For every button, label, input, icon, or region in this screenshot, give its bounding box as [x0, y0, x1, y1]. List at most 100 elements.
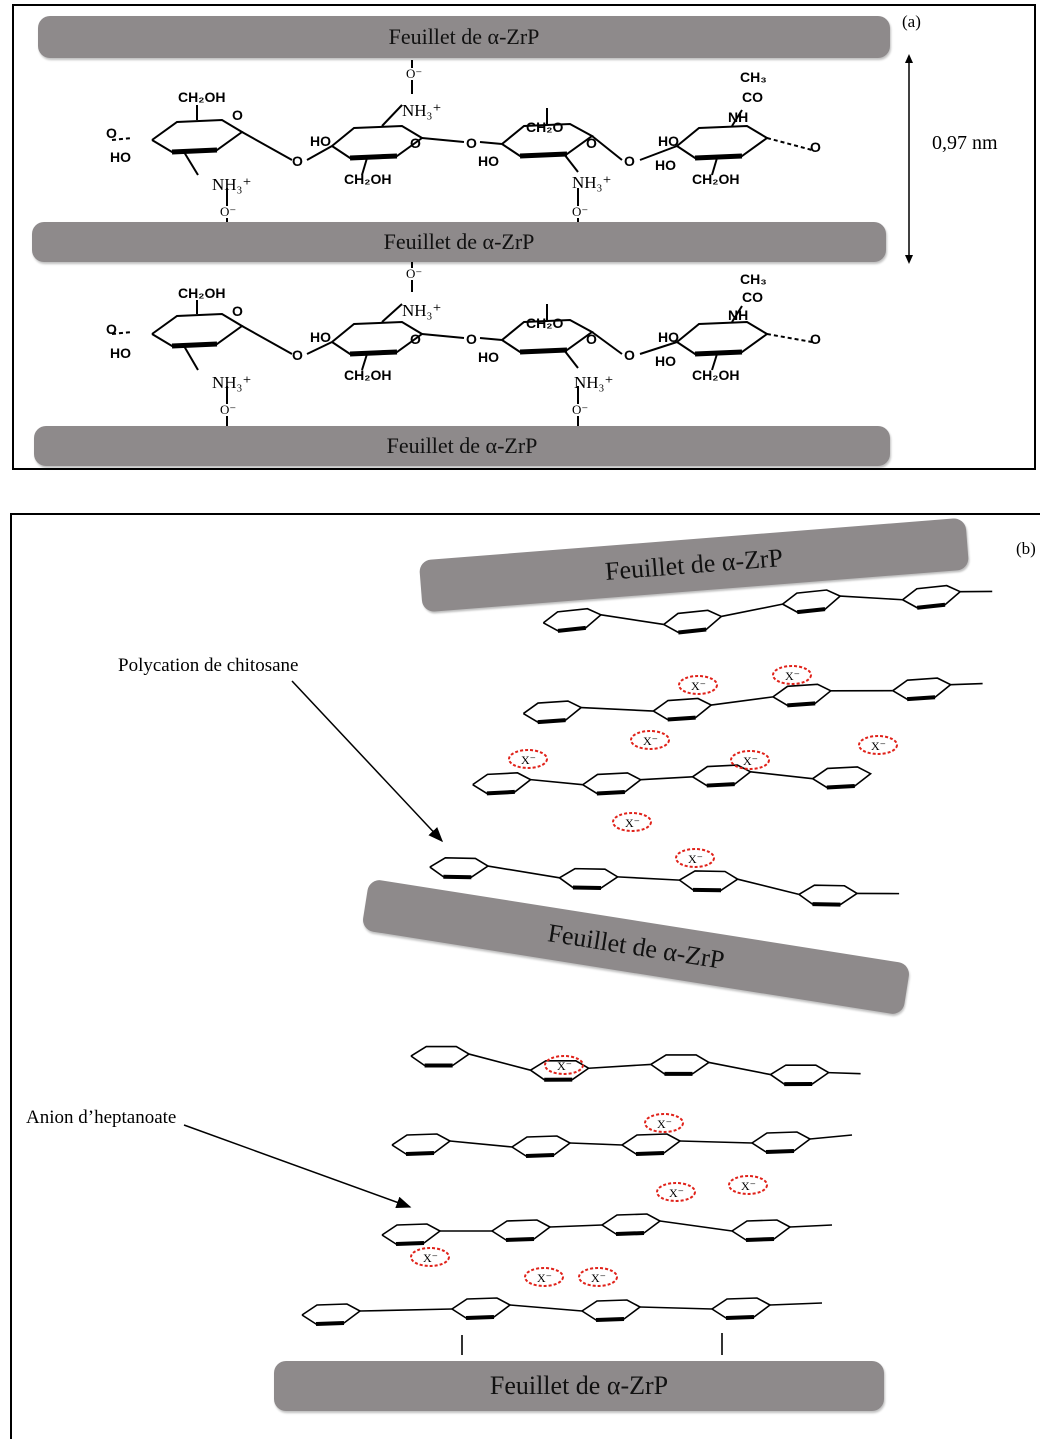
- phosphate-oxygen: O⁻: [572, 204, 588, 219]
- ch2oh-group: CH₂OH: [692, 367, 739, 383]
- ring-oxygen: O: [466, 331, 477, 347]
- anion-ring: X⁻: [858, 735, 898, 755]
- panel-b: (b) Feuillet de α-ZrP Feuillet de α-ZrP …: [10, 513, 1040, 1439]
- zrp-sheet-label: Feuillet de α-ZrP: [489, 1371, 669, 1400]
- phosphate-oxygen: O⁻: [406, 66, 422, 81]
- polycation-annotation: Polycation de chitosane: [118, 655, 299, 676]
- anion-annotation: Anion d’heptanoate: [26, 1107, 177, 1128]
- hydroxyl-group: HO: [310, 133, 331, 149]
- anion-symbol: X⁻: [657, 1117, 672, 1131]
- panel-a-label: (a): [902, 12, 921, 31]
- panel-a: (a) Feuillet de α-ZrP Feuillet de α-ZrP …: [12, 4, 1036, 470]
- anion-symbol: X⁻: [557, 1059, 572, 1073]
- ring-oxygen: O: [624, 347, 635, 363]
- chitosan-chains-b: [301, 584, 993, 1355]
- interlayer-spacing-arrow: [905, 54, 913, 264]
- anion-ring: X⁻: [508, 749, 548, 769]
- ch2oh-group: CH₂OH: [178, 285, 225, 301]
- panel-b-label: (b): [1016, 539, 1036, 558]
- hydroxyl-group: HO: [478, 153, 499, 169]
- anion-ring: X⁻: [675, 848, 715, 868]
- ammonium-group: NH₃⁺: [212, 175, 251, 194]
- hydroxyl-group: HO: [310, 329, 331, 345]
- ch2oh-group: CH₂OH: [178, 89, 225, 105]
- carbonyl-group: CO: [742, 289, 763, 305]
- anion-symbol: X⁻: [423, 1251, 438, 1265]
- anion-ring: X⁻: [678, 675, 718, 695]
- chitosan-chain-row-2: CH₂OH O O HO O HO CH₂OH O O CH₂O HO O O …: [106, 262, 821, 426]
- interlayer-spacing-label: 0,97 nm: [932, 132, 998, 154]
- zrp-sheet-label: Feuillet de α-ZrP: [383, 229, 535, 254]
- anion-ring: X⁻: [772, 665, 812, 685]
- phosphate-oxygen: O⁻: [572, 402, 588, 417]
- phosphate-oxygen: O⁻: [406, 266, 422, 281]
- phosphate-oxygen: O⁻: [220, 204, 236, 219]
- ring-oxygen: O: [292, 153, 303, 169]
- anion-ring: X⁻: [730, 750, 770, 770]
- zrp-sheet-top: Feuillet de α-ZrP: [38, 16, 890, 58]
- hydroxyl-group: HO: [658, 329, 679, 345]
- amide-nh: NH: [728, 109, 748, 125]
- anion-ring: X⁻: [578, 1267, 618, 1287]
- anion-symbol: X⁻: [521, 753, 536, 767]
- anion-arrow: [183, 1124, 412, 1209]
- anion-ring: X⁻: [630, 730, 670, 750]
- anion-symbol: X⁻: [871, 739, 886, 753]
- ammonium-group: NH₃⁺: [402, 101, 441, 120]
- anion-symbol: X⁻: [591, 1271, 606, 1285]
- ch2o-group: CH₂O: [526, 119, 563, 135]
- anion-symbol: X⁻: [688, 852, 703, 866]
- ring-oxygen: O: [466, 135, 477, 151]
- hydroxyl-group: HO: [655, 353, 676, 369]
- ammonium-group: NH₃⁺: [574, 373, 613, 392]
- phosphate-oxygen: O⁻: [220, 402, 236, 417]
- ammonium-group: NH₃⁺: [402, 301, 441, 320]
- ring-oxygen: O: [232, 107, 243, 123]
- ammonium-group: NH₃⁺: [572, 173, 611, 192]
- anion-symbol: X⁻: [669, 1186, 684, 1200]
- chitosan-chain-row-1: CH₂OH O O HO O HO CH₂OH O O CH₂O HO O O …: [106, 60, 821, 222]
- ammonium-group: NH₃⁺: [212, 373, 251, 392]
- anion-ring: X⁻: [644, 1113, 684, 1133]
- anion-symbol: X⁻: [691, 679, 706, 693]
- ch2oh-group: CH₂OH: [344, 171, 391, 187]
- ch2o-group: CH₂O: [526, 315, 563, 331]
- amide-nh: NH: [728, 307, 748, 323]
- anion-symbol: X⁻: [643, 734, 658, 748]
- hydroxyl-group: HO: [658, 133, 679, 149]
- anion-symbol: X⁻: [625, 816, 640, 830]
- panel-b-drawing: X⁻ X⁻ X⁻ X⁻ X⁻ X⁻: [183, 584, 993, 1355]
- methyl-group: CH₃: [740, 69, 767, 85]
- zrp-sheet-b-bottom: Feuillet de α-ZrP: [274, 1361, 884, 1411]
- zrp-sheet-bottom: Feuillet de α-ZrP: [34, 426, 890, 466]
- zrp-sheet-middle: Feuillet de α-ZrP: [32, 222, 886, 262]
- ch2oh-group: CH₂OH: [344, 367, 391, 383]
- ring-oxygen: O: [410, 331, 421, 347]
- anion-ring: X⁻: [524, 1267, 564, 1287]
- methyl-group: CH₃: [740, 271, 767, 287]
- anion-symbol: X⁻: [743, 754, 758, 768]
- ring-oxygen: O: [232, 303, 243, 319]
- ring-oxygen: O: [586, 331, 597, 347]
- ring-oxygen: O: [586, 135, 597, 151]
- carbonyl-group: CO: [742, 89, 763, 105]
- ring-oxygen: O: [810, 139, 821, 155]
- hydroxyl-group: HO: [110, 345, 131, 361]
- anion-symbol: X⁻: [537, 1271, 552, 1285]
- zrp-sheet-label: Feuillet de α-ZrP: [386, 433, 538, 458]
- ch2oh-group: CH₂OH: [692, 171, 739, 187]
- ring-oxygen: O: [410, 135, 421, 151]
- ring-oxygen: O: [810, 331, 821, 347]
- ring-oxygen: O: [292, 347, 303, 363]
- hydroxyl-group: HO: [655, 157, 676, 173]
- polycation-arrow: [291, 680, 444, 843]
- ring-oxygen: O: [106, 125, 117, 141]
- anion-ring: X⁻: [728, 1175, 768, 1195]
- zrp-sheet-label: Feuillet de α-ZrP: [388, 24, 540, 49]
- anion-ring: X⁻: [410, 1247, 450, 1267]
- ring-oxygen: O: [624, 153, 635, 169]
- heptanoate-anions: X⁻ X⁻ X⁻ X⁻ X⁻ X⁻: [410, 665, 898, 1287]
- hydroxyl-group: HO: [478, 349, 499, 365]
- ring-oxygen: O: [106, 321, 117, 337]
- anion-symbol: X⁻: [785, 669, 800, 683]
